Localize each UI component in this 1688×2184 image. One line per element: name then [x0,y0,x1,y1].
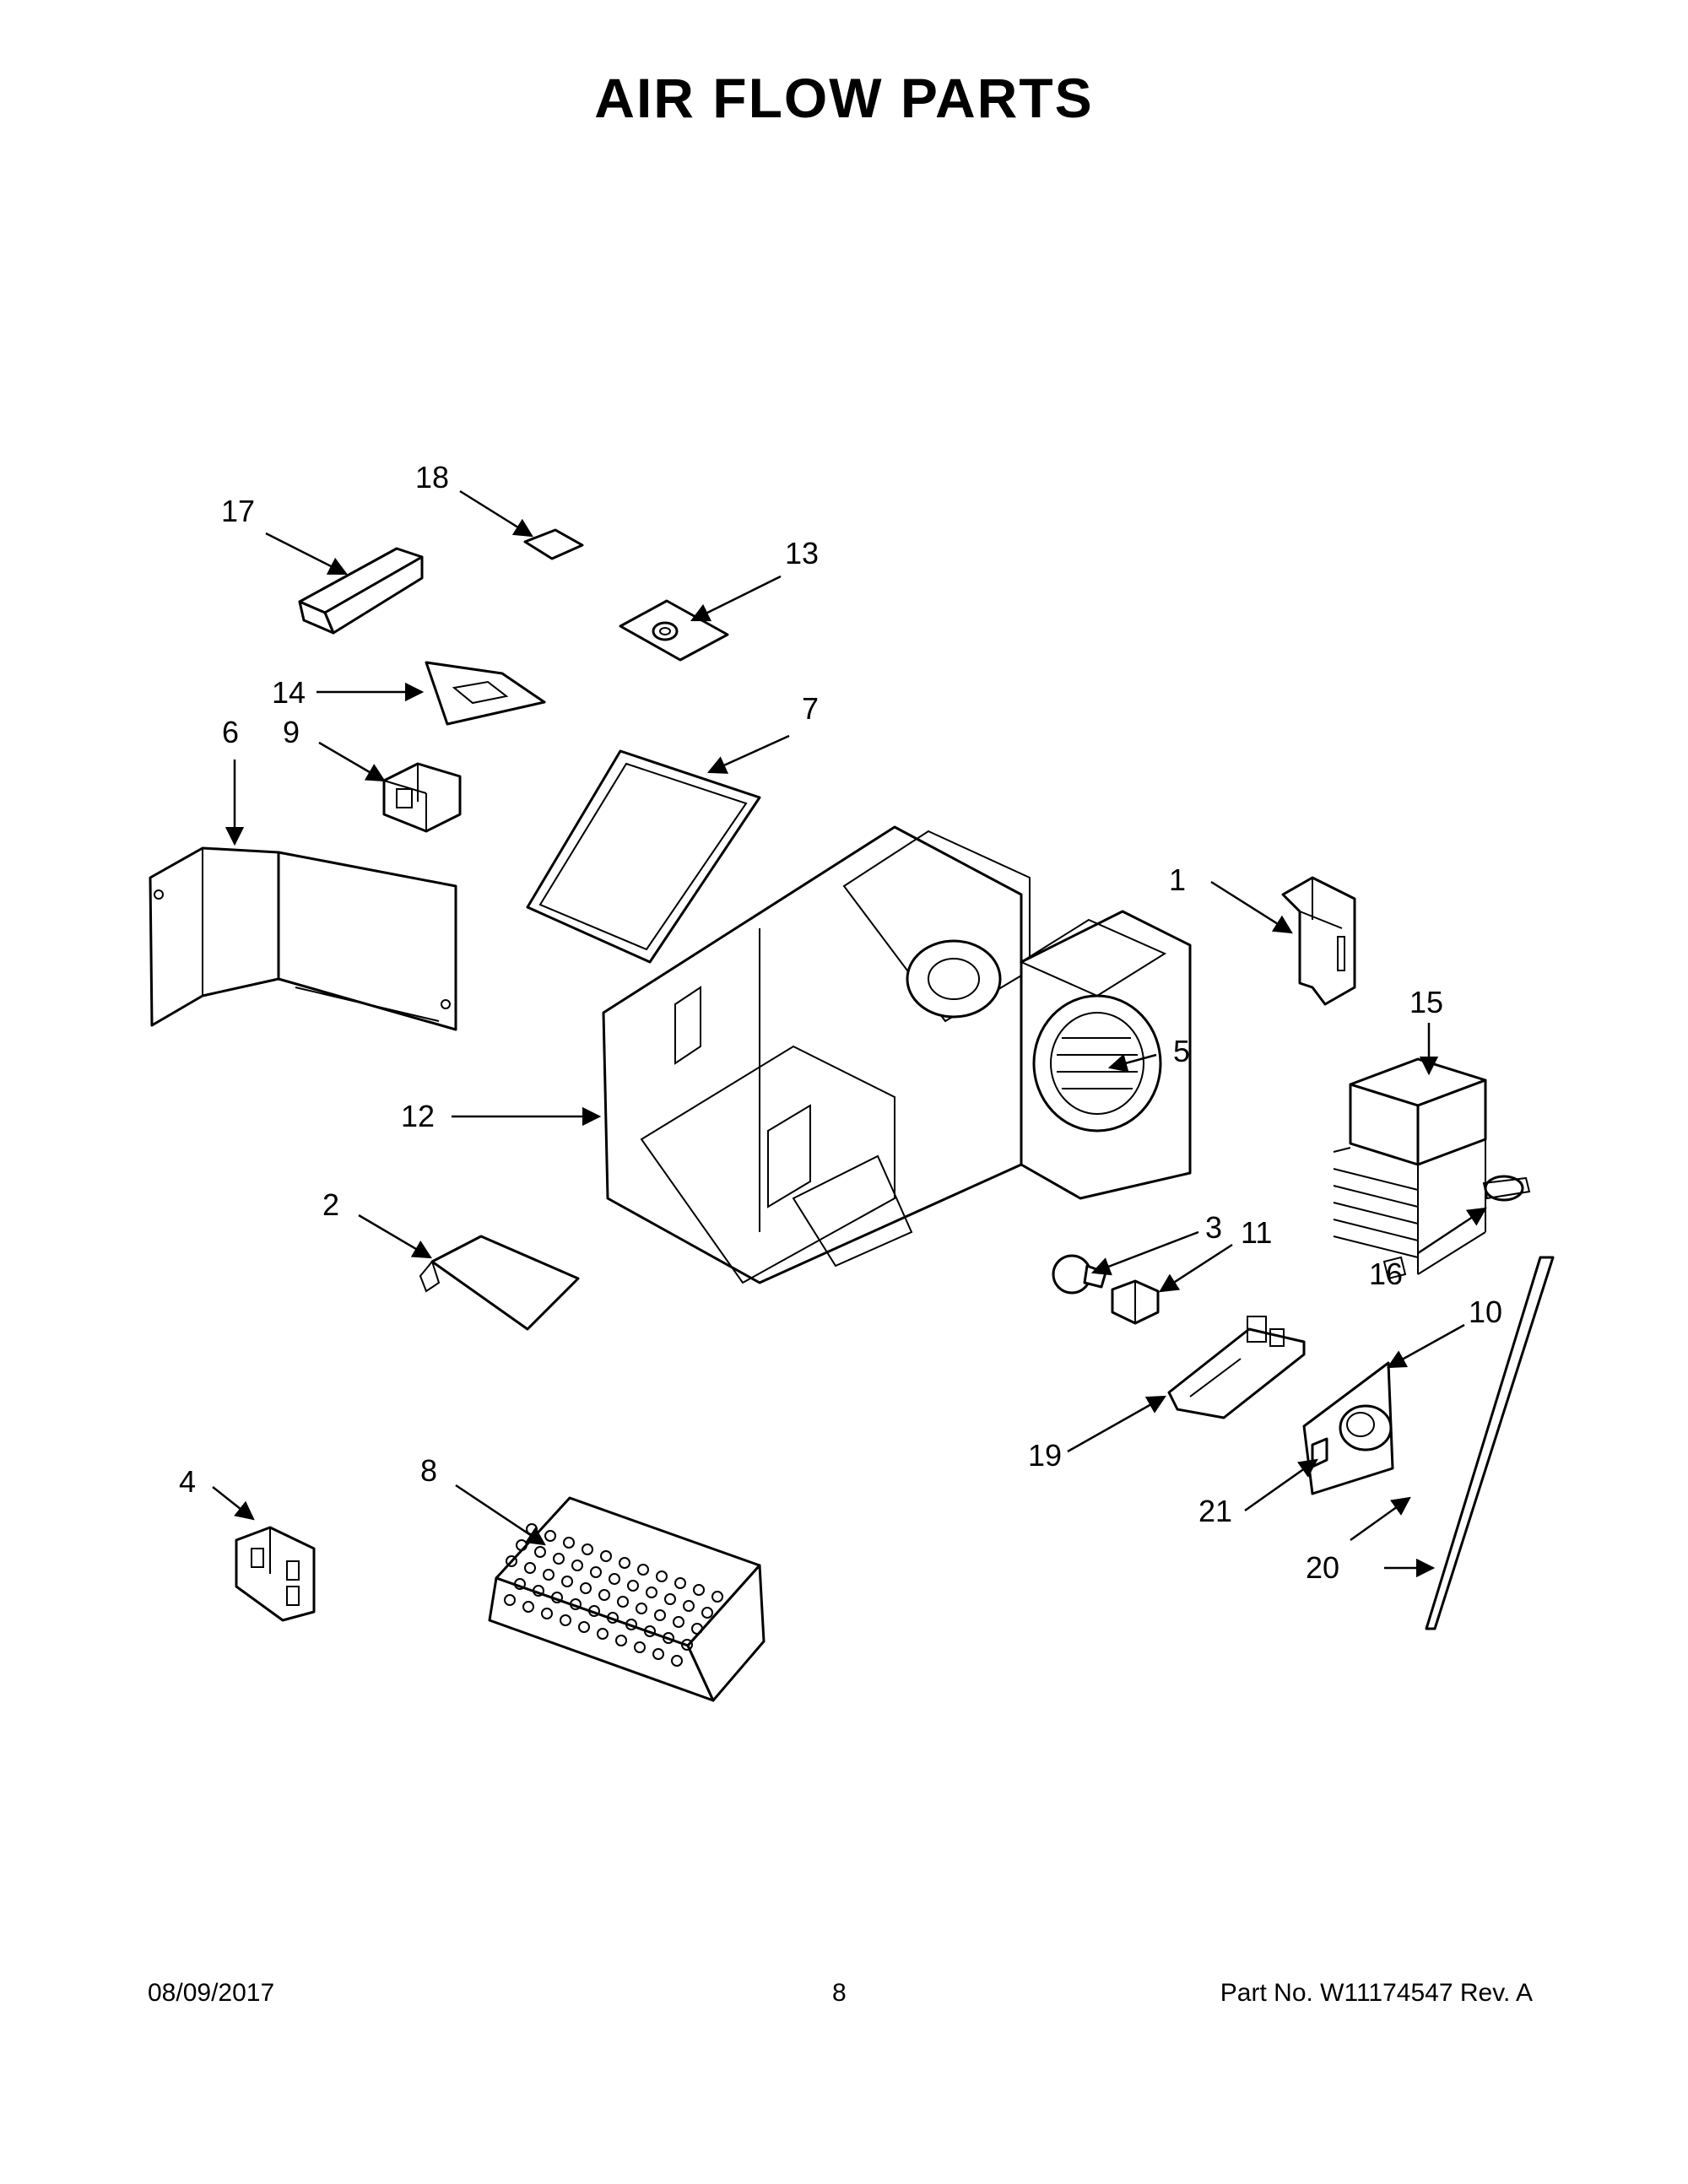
callout-20: 20 [1306,1550,1339,1585]
callout-4: 4 [179,1464,196,1499]
callout-2: 2 [322,1187,339,1222]
page-title: AIR FLOW PARTS [594,67,1094,129]
part-15-transformer [1333,1057,1487,1280]
callout-6: 6 [222,715,239,749]
part-6-side-panel [149,846,457,1031]
part-17-duct-cover [298,547,424,635]
callout-21: 21 [1198,1494,1232,1528]
part-3-lamp [1052,1254,1107,1295]
part-16-thermostat [1482,1175,1531,1202]
callout-19: 19 [1028,1438,1062,1473]
callout-14: 14 [272,675,306,710]
callout-1: 1 [1169,862,1186,897]
part-9-bracket [382,762,462,833]
callout-17: 17 [221,494,255,528]
callout-3: 3 [1205,1210,1222,1245]
part-10-motor-bracket [1302,1361,1394,1495]
part-14-plate [425,661,546,726]
footer-page-number: 8 [832,1979,847,2007]
callout-18: 18 [415,460,449,495]
part-4-clip [235,1526,316,1622]
callout-8: 8 [420,1453,437,1488]
callout-15: 15 [1409,985,1443,1019]
footer-part-number: Part No. W11174547 Rev. A [1220,1979,1533,2007]
callout-7: 7 [802,691,819,726]
callout-16: 16 [1369,1257,1403,1291]
part-19-control-board [1167,1316,1306,1419]
part-7-filter-frame [526,749,761,964]
callout-12: 12 [401,1099,435,1133]
part-18-label [523,528,584,560]
callout-5: 5 [1173,1034,1190,1068]
part-13-plate [619,599,729,662]
part-12-main-housing [602,825,1192,1284]
leader-lines [212,489,1487,1578]
part-20-rod [1425,1256,1555,1630]
callout-9: 9 [283,715,300,749]
part-2-cover-plate [419,1235,580,1331]
part-1-bracket [1281,876,1356,1006]
callout-11: 11 [1241,1215,1272,1250]
callout-13: 13 [785,536,819,570]
part-8-grille [488,1496,766,1702]
callout-labels: 1 2 3 4 5 6 7 8 9 10 11 12 13 14 15 16 1… [179,460,1502,1585]
callout-10: 10 [1469,1295,1502,1329]
part-11-lamp-socket [1111,1279,1160,1325]
footer-date: 08/09/2017 [148,1979,275,2007]
